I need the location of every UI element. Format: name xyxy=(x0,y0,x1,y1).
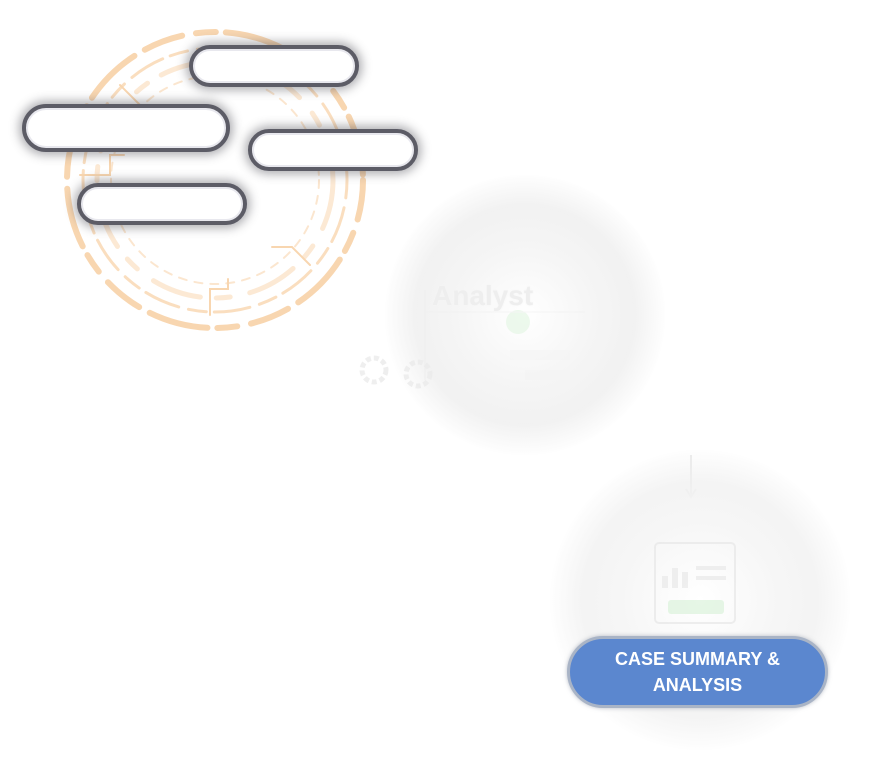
empty-box-2[interactable] xyxy=(22,104,230,152)
analyst-figure-icon xyxy=(424,290,585,400)
empty-box-3[interactable] xyxy=(248,129,418,171)
case-summary-label: CASE SUMMARY & ANALYSIS xyxy=(614,649,780,695)
circuit-ring-icon xyxy=(64,29,366,331)
gears-icon xyxy=(359,355,433,389)
empty-box-4[interactable] xyxy=(77,183,247,225)
analyst-label: Analyst xyxy=(432,280,534,311)
empty-box-1[interactable] xyxy=(189,45,359,87)
case-summary-button[interactable]: CASE SUMMARY & ANALYSIS xyxy=(567,636,828,708)
report-icon xyxy=(654,542,736,624)
